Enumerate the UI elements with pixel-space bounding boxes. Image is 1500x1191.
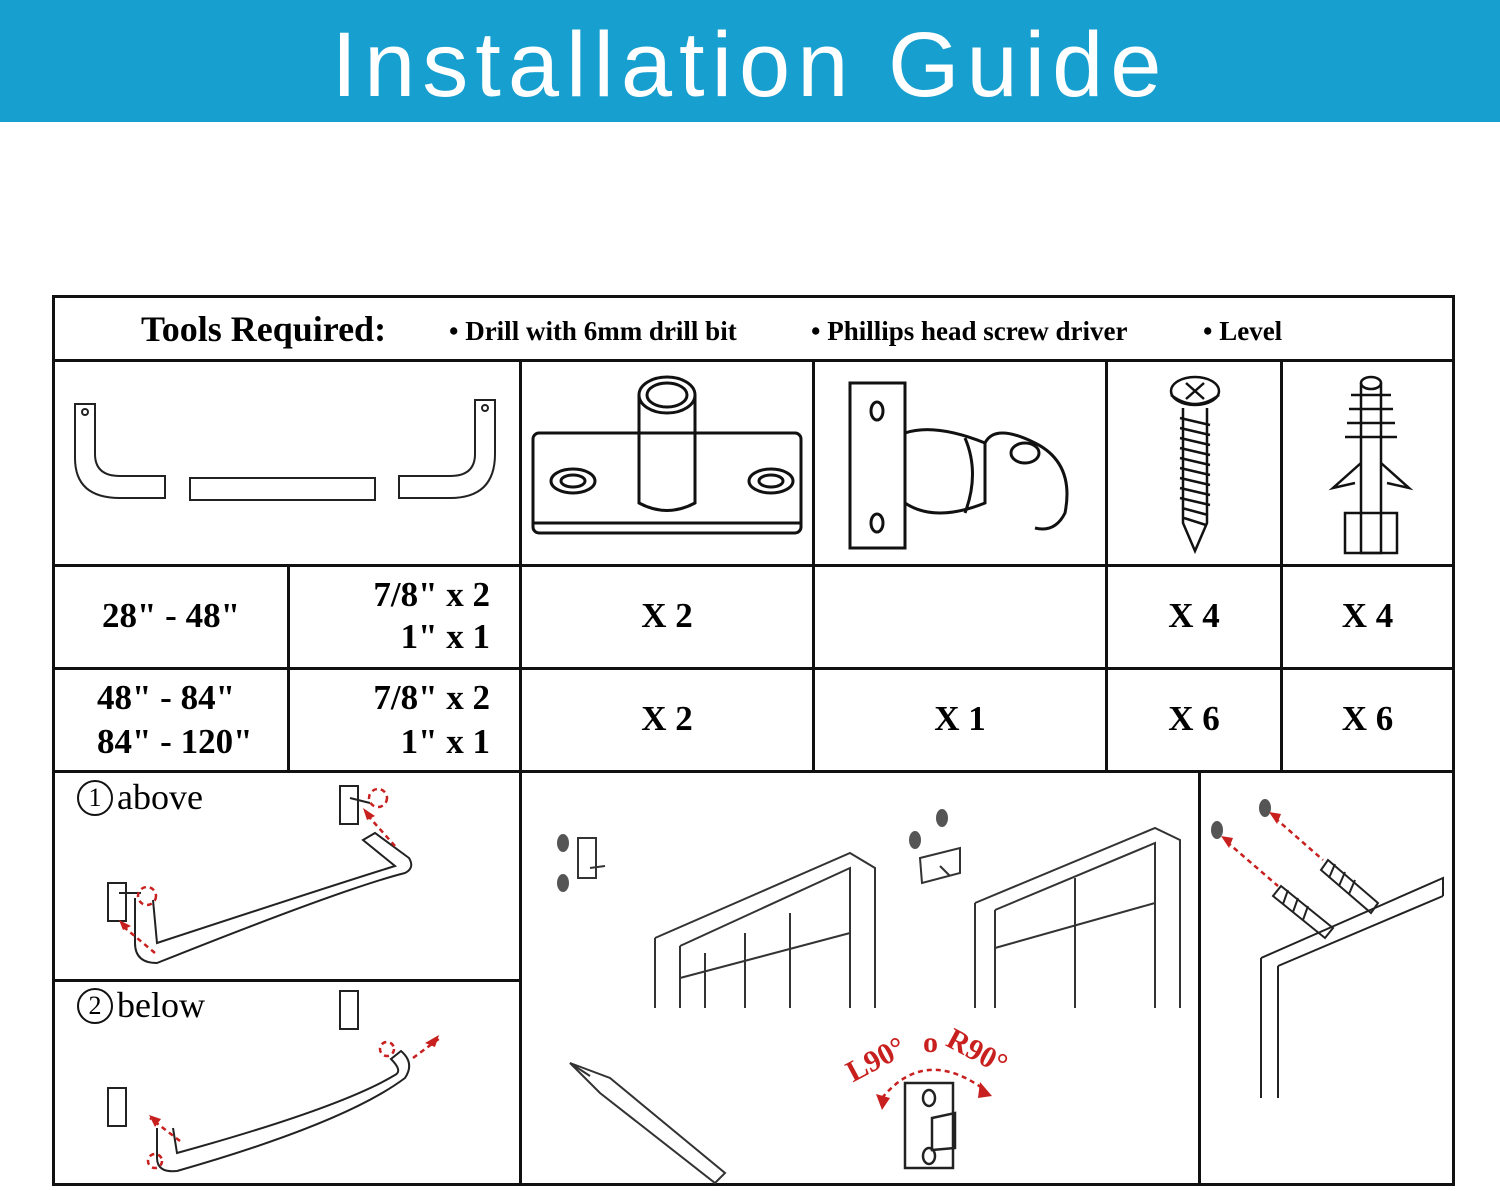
window-mounting-diagram (557, 809, 1181, 1185)
divider (519, 359, 522, 1183)
divider (287, 564, 290, 771)
step-above-text: above (117, 777, 203, 817)
tool-drill: • Drill with 6mm drill bit (449, 316, 737, 346)
divider (55, 359, 1452, 362)
installation-table: Tools Required: • Drill with 6mm drill b… (52, 295, 1455, 1186)
rotation-separator: o (923, 1026, 938, 1059)
wall-anchor-icon (1328, 375, 1414, 555)
tools-label: Tools Required: (141, 309, 387, 349)
divider (55, 770, 1452, 773)
divider (1280, 359, 1283, 771)
step-number-2: 2 (77, 988, 113, 1024)
header-banner: Installation Guide (0, 0, 1500, 122)
tool-level-label: Level (1219, 316, 1283, 346)
tool-level: • Level (1203, 316, 1283, 346)
mount-below-diagram (107, 990, 441, 1173)
rod-spec-2b: 1" x 1 (400, 722, 490, 761)
center-bracket-qty-2: X 1 (934, 699, 986, 738)
tools-required-row: Tools Required: • Drill with 6mm drill b… (55, 298, 1452, 360)
anchor-qty-1: X 4 (1341, 596, 1394, 635)
divider (1105, 359, 1108, 771)
telescoping-rod-icon (74, 399, 496, 501)
rod-spec-1b: 1" x 1 (400, 617, 490, 656)
end-bracket-qty-1: X 2 (641, 596, 693, 635)
divider (1198, 770, 1201, 1183)
tool-screwdriver: • Phillips head screw driver (811, 316, 1128, 346)
mount-above-diagram (107, 785, 413, 965)
step-number-1: 1 (77, 780, 113, 816)
screw-qty-1: X 4 (1168, 596, 1220, 635)
screw-qty-2: X 6 (1168, 699, 1220, 738)
rod-spec-2a: 7/8" x 2 (373, 678, 490, 717)
tool-drill-label: Drill with 6mm drill bit (465, 316, 737, 346)
length-range-2a: 48" - 84" (97, 678, 236, 717)
tool-screwdriver-label: Phillips head screw driver (827, 316, 1128, 346)
length-range-2b: 84" - 120" (97, 722, 253, 761)
length-range-1: 28" - 48" (101, 596, 241, 635)
divider (55, 979, 520, 982)
anchor-qty-2: X 6 (1341, 699, 1394, 738)
divider (55, 667, 1452, 670)
divider (55, 564, 1452, 567)
end-bracket-icon (531, 375, 803, 535)
anchor-insertion-diagram (1211, 799, 1444, 1098)
page-title: Installation Guide (331, 14, 1169, 116)
screw-icon (1169, 375, 1221, 555)
end-bracket-qty-2: X 2 (641, 699, 693, 738)
center-support-bracket-icon (848, 381, 1069, 550)
rod-spec-1a: 7/8" x 2 (373, 575, 490, 614)
divider (812, 359, 815, 771)
step-below-text: below (117, 985, 205, 1025)
